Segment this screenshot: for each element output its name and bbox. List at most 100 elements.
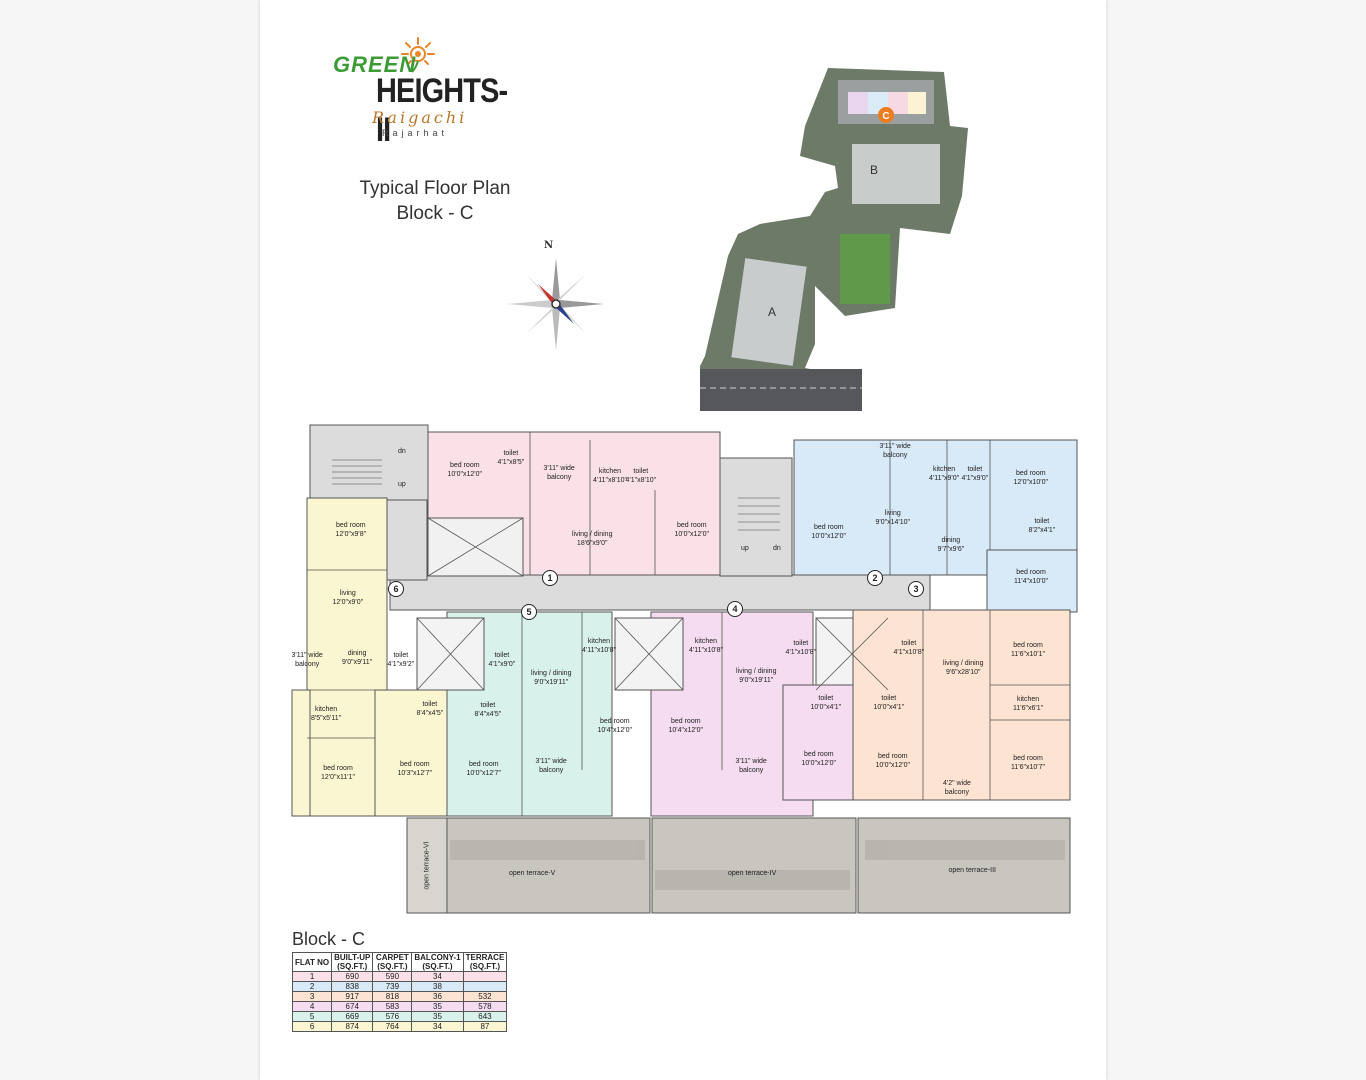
table-cell: 532 xyxy=(462,991,508,1002)
room-label: bed room 10'0"x12'0" xyxy=(674,522,710,538)
room-label: dining 9'0"x9'11" xyxy=(342,650,373,666)
room-label: bed room 10'3"x12'7" xyxy=(397,761,433,777)
logo-green-text: GREEN xyxy=(333,52,417,77)
room-label: 4'2" wide balcony xyxy=(943,780,971,796)
room-label: bed room 10'0"x12'0" xyxy=(801,751,837,767)
block-a-outline xyxy=(731,258,807,366)
room-label: toilet 4'1"x9'2" xyxy=(387,652,415,668)
floor-plan xyxy=(291,424,1078,914)
flat-number-marker: 6 xyxy=(388,581,404,597)
corridor-west xyxy=(384,499,428,581)
room-label: 3'11" wide balcony xyxy=(291,652,323,668)
common-corridor xyxy=(389,574,931,611)
table-cell: 917 xyxy=(331,991,374,1002)
room-label: toilet 4'1"x8'5" xyxy=(497,450,525,466)
terrace-vi xyxy=(406,817,448,914)
room-label: bed room 11'6"x10'1" xyxy=(1011,642,1045,658)
sun-flower-icon xyxy=(401,37,435,73)
table-cell: 35 xyxy=(411,1011,464,1022)
room-label: living / dining 18'6"x9'0" xyxy=(572,531,613,547)
terrace-label: open terrace-VI xyxy=(423,840,431,890)
table-cell: 3 xyxy=(291,991,333,1002)
table-cell: 87 xyxy=(462,1021,508,1032)
terrace-label: open terrace-III xyxy=(948,866,996,874)
room-label: toilet 8'2"x4'1" xyxy=(1028,518,1056,534)
room-label: kitchen 4'11"x10'8" xyxy=(689,638,723,654)
room-label: 3'11" wide balcony xyxy=(543,465,575,481)
room-label: dining 9'7"x9'6" xyxy=(937,537,965,553)
block-c-label: C xyxy=(882,111,889,122)
table-cell: 739 xyxy=(372,981,413,992)
flat-3 xyxy=(852,609,1071,801)
table-header-cell: CARPET (SQ.FT.) xyxy=(372,952,413,972)
table-cell: 576 xyxy=(372,1011,413,1022)
table-cell xyxy=(462,971,508,982)
room-label: kitchen 11'6"x6'1" xyxy=(1013,696,1044,712)
table-cell: 674 xyxy=(331,1001,374,1012)
room-label: kitchen 4'11"x8'10" xyxy=(593,468,627,484)
flat-number-marker: 1 xyxy=(542,570,558,586)
logo-script-text: Raigachi xyxy=(372,108,468,127)
compass-north-label: N xyxy=(544,240,554,251)
table-header-cell: BALCONY-1 (SQ.FT.) xyxy=(411,952,464,972)
table-cell: 35 xyxy=(411,1001,464,1012)
room-label: toilet 8'4"x4'5" xyxy=(416,701,444,717)
table-cell: 838 xyxy=(331,981,374,992)
room-label: toilet 4'1"x9'0" xyxy=(488,652,516,668)
room-label: bed room 10'0"x12'0" xyxy=(811,524,847,540)
room-label: kitchen 4'11"x10'8" xyxy=(582,638,616,654)
table-cell: 2 xyxy=(291,981,333,992)
room-label: bed room 11'4"x10'0" xyxy=(1014,569,1048,585)
table-header-cell: FLAT NO xyxy=(291,952,333,972)
room-label: 3'11" wide balcony xyxy=(535,758,567,774)
garden xyxy=(840,234,890,304)
room-label: bed room 10'4"x12'0" xyxy=(597,718,633,734)
stair-direction-label: dn xyxy=(773,545,781,552)
room-label: kitchen 8'5"x5'11" xyxy=(311,706,342,722)
flat-6 xyxy=(306,497,388,817)
room-label: bed room 12'0"x11'1" xyxy=(321,765,355,781)
terrace-iv xyxy=(651,817,857,914)
road xyxy=(700,369,862,411)
room-label: bed room 11'6"x10'7" xyxy=(1011,755,1045,771)
table-cell: 764 xyxy=(372,1021,413,1032)
logo-sub-text: Rajarhat xyxy=(382,128,449,138)
table-cell: 1 xyxy=(291,971,333,982)
logo-heights-text: HEIGHTS-II xyxy=(376,72,508,149)
flat-number-marker: 4 xyxy=(727,601,743,617)
table-cell: 34 xyxy=(411,1021,464,1032)
room-label: living / dining 9'6"x28'10" xyxy=(943,660,984,676)
table-cell: 818 xyxy=(372,991,413,1002)
table-cell xyxy=(462,981,508,992)
table-cell: 874 xyxy=(331,1021,374,1032)
table-cell: 4 xyxy=(291,1001,333,1012)
table-cell: 36 xyxy=(411,991,464,1002)
table-cell: 578 xyxy=(462,1001,508,1012)
table-cell: 669 xyxy=(331,1011,374,1022)
table-title: Block - C xyxy=(292,929,366,949)
block-c-marker-icon xyxy=(878,107,894,123)
table-cell: 38 xyxy=(411,981,464,992)
terrace-iii xyxy=(857,817,1071,914)
terrace-label: open terrace-V xyxy=(509,869,556,877)
staircase-east xyxy=(719,457,793,577)
room-label: toilet 4'1"x10'8" xyxy=(893,640,925,656)
flat-number-marker: 3 xyxy=(908,581,924,597)
room-label: living / dining 9'0"x19'11" xyxy=(736,668,777,684)
room-label: 3'11" wide balcony xyxy=(735,758,767,774)
room-label: toilet 4'1"x8'10" xyxy=(625,468,657,484)
table-cell: 643 xyxy=(462,1011,508,1022)
room-label: living 9'0"x14'10" xyxy=(875,510,911,526)
room-label: bed room 12'0"x9'8" xyxy=(335,522,367,538)
table-cell: 6 xyxy=(291,1021,333,1032)
terrace-label: open terrace-IV xyxy=(728,869,777,877)
room-label: kitchen 4'11"x9'0" xyxy=(929,466,960,482)
